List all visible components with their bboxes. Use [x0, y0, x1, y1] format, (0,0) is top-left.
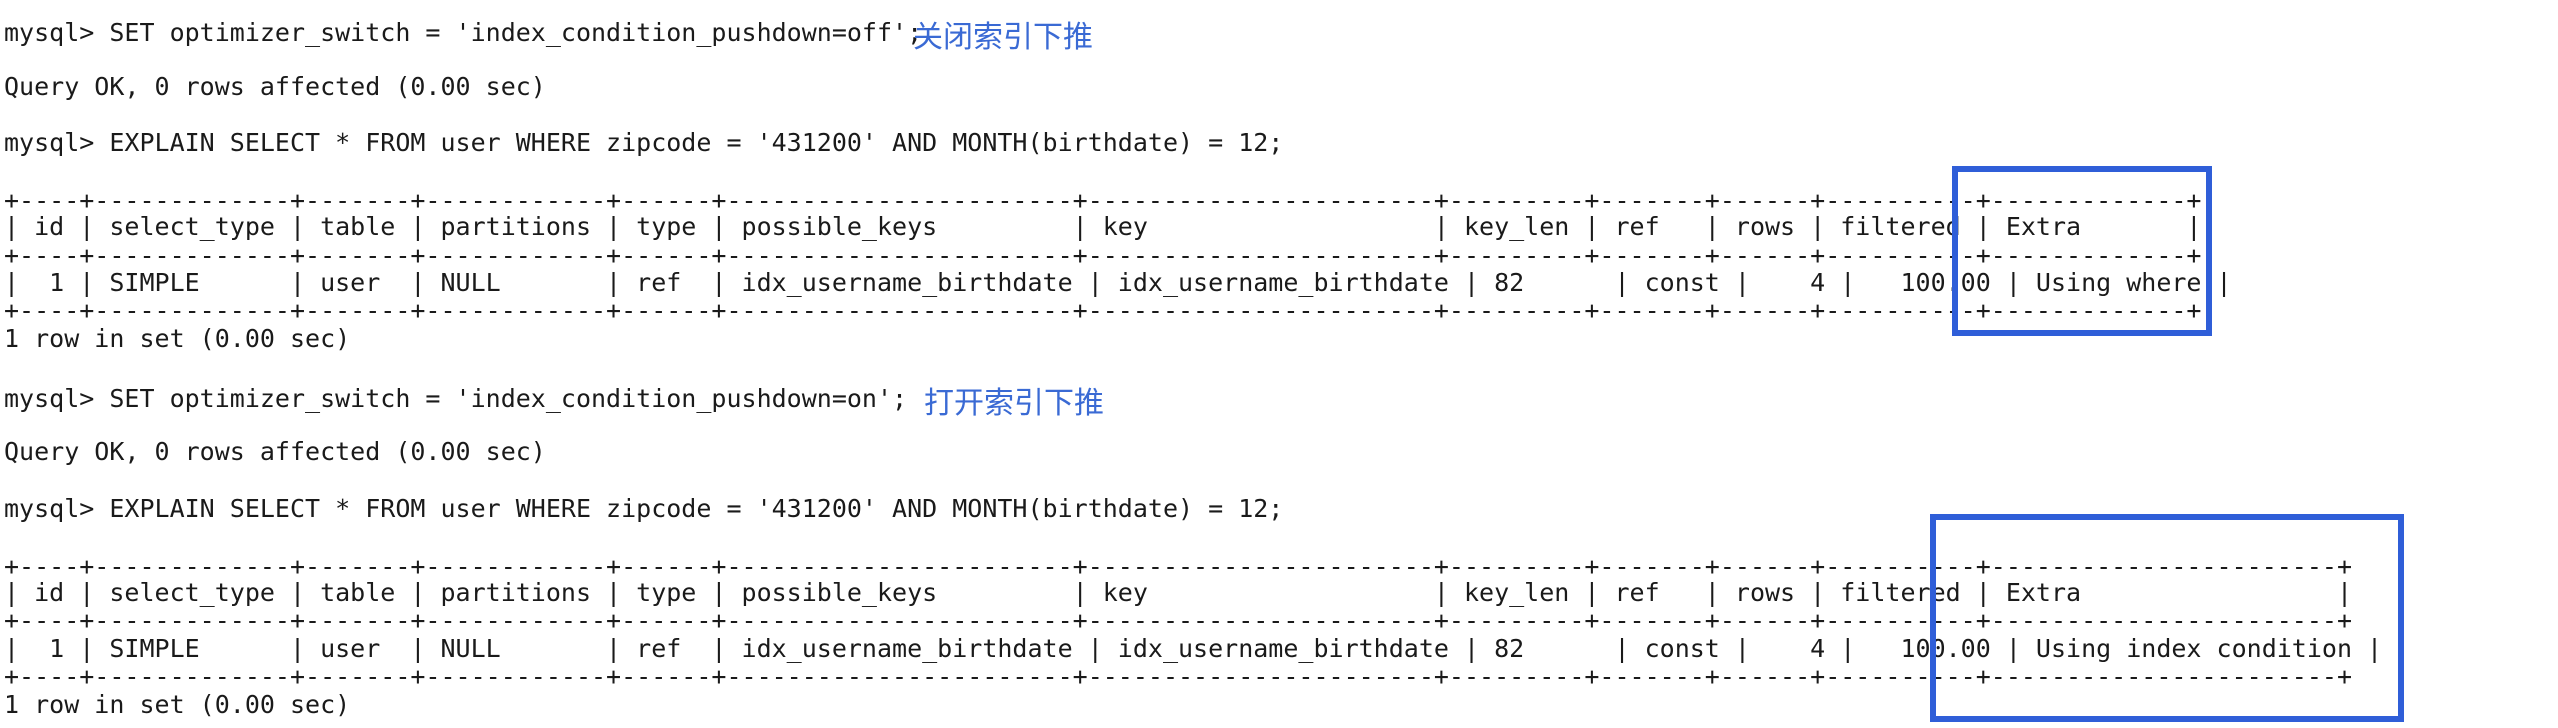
table-row: | 1 | SIMPLE | user | NULL | ref | idx_u… [4, 634, 2383, 663]
result-row-count: 1 row in set (0.00 sec) [4, 324, 351, 353]
result-query-ok: Query OK, 0 rows affected (0.00 sec) [4, 437, 546, 466]
command-explain: mysql> EXPLAIN SELECT * FROM user WHERE … [4, 494, 1284, 523]
command-optimizer-on: mysql> SET optimizer_switch = 'index_con… [4, 384, 908, 413]
result-query-ok: Query OK, 0 rows affected (0.00 sec) [4, 72, 546, 101]
table-row: | 1 | SIMPLE | user | NULL | ref | idx_u… [4, 268, 2232, 297]
table-header: | id | select_type | table | partitions … [4, 212, 2202, 241]
annotation-on: 打开索引下推 [924, 386, 1104, 421]
table-header: | id | select_type | table | partitions … [4, 578, 2352, 607]
highlight-box-extra-1 [1952, 166, 2212, 336]
command-optimizer-off: mysql> SET optimizer_switch = 'index_con… [4, 18, 923, 47]
annotation-off: 关闭索引下推 [913, 20, 1093, 55]
table-border: +----+-------------+-------+------------… [4, 296, 2202, 325]
command-explain: mysql> EXPLAIN SELECT * FROM user WHERE … [4, 128, 1284, 157]
result-row-count: 1 row in set (0.00 sec) [4, 690, 351, 719]
table-border: +----+-------------+-------+------------… [4, 186, 2202, 215]
table-border: +----+-------------+-------+------------… [4, 241, 2202, 270]
highlight-box-extra-2 [1930, 514, 2404, 722]
table-border: +----+-------------+-------+------------… [4, 552, 2352, 581]
table-border: +----+-------------+-------+------------… [4, 606, 2352, 635]
table-border: +----+-------------+-------+------------… [4, 662, 2352, 691]
